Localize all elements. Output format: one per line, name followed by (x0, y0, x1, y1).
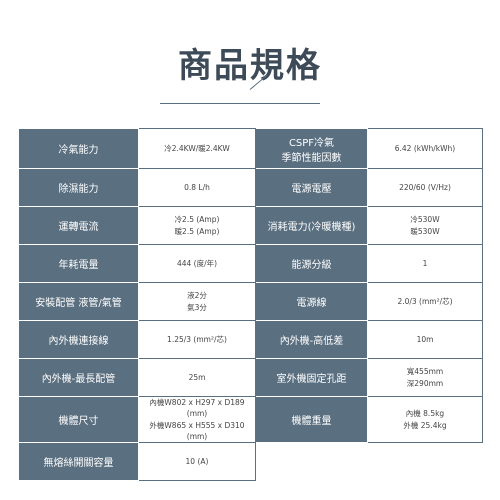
title-underline (160, 103, 320, 104)
spec-label: 機體重量 (255, 396, 368, 443)
table-row: 冷氣能力 冷2.4KW/暖2.4KW CSPF冷氣 季節性能因數 6.42 (k… (18, 128, 483, 169)
table-row: 無熔絲開關容量 10 (A) (18, 442, 483, 481)
spec-label: 能源分級 (255, 244, 368, 283)
spec-value: 25m (138, 358, 256, 397)
table-row: 機體尺寸 內機W802 x H297 x D189 (mm) 外機W865 x … (18, 396, 483, 443)
spec-value: 寬455mm 深290mm (367, 358, 483, 397)
spec-value: 1 (367, 244, 483, 283)
spec-label: CSPF冷氣 季節性能因數 (255, 128, 368, 169)
spec-value: 6.42 (kWh/kWh) (367, 128, 483, 169)
spec-value: 內機W802 x H297 x D189 (mm) 外機W865 x H555 … (138, 396, 256, 443)
table-row: 內外機-最長配管 25m 室外機固定孔距 寬455mm 深290mm (18, 358, 483, 397)
spec-label: 消耗電力(冷暖機種) (255, 206, 368, 245)
spec-value: 220/60 (V/Hz) (367, 168, 483, 207)
spec-value: 2.0/3 (mm²/芯) (367, 282, 483, 321)
spec-value: 1.25/3 (mm²/芯) (138, 320, 256, 359)
spec-value: 10 (A) (138, 442, 256, 481)
spec-label: 電源線 (255, 282, 368, 321)
spec-label: 除濕能力 (18, 168, 139, 207)
spec-label: 室外機固定孔距 (255, 358, 368, 397)
table-row: 運轉電流 冷2.5 (Amp) 暖2.5 (Amp) 消耗電力(冷暖機種) 冷5… (18, 206, 483, 245)
page-title: 商品規格 (178, 46, 322, 86)
spec-value: 10m (367, 320, 483, 359)
table-row: 內外機連接線 1.25/3 (mm²/芯) 內外機-高低差 10m (18, 320, 483, 359)
spec-label: 年耗電量 (18, 244, 139, 283)
spec-value: 冷2.5 (Amp) 暖2.5 (Amp) (138, 206, 256, 245)
spec-label: 運轉電流 (18, 206, 139, 245)
spec-value: 444 (度/年) (138, 244, 256, 283)
spec-table: 冷氣能力 冷2.4KW/暖2.4KW CSPF冷氣 季節性能因數 6.42 (k… (18, 128, 483, 481)
empty-cell (255, 442, 483, 481)
spec-value: 冷2.4KW/暖2.4KW (138, 128, 256, 169)
table-row: 安裝配管 液管/氣管 液2分 氣3分 電源線 2.0/3 (mm²/芯) (18, 282, 483, 321)
spec-label: 無熔絲開關容量 (18, 442, 139, 481)
spec-label: 內外機連接線 (18, 320, 139, 359)
spec-label: 內外機-高低差 (255, 320, 368, 359)
spec-label: 內外機-最長配管 (18, 358, 139, 397)
table-row: 除濕能力 0.8 L/h 電源電壓 220/60 (V/Hz) (18, 168, 483, 207)
spec-value: 內機 8.5kg 外機 25.4kg (367, 396, 483, 443)
spec-label: 機體尺寸 (18, 396, 139, 443)
spec-value: 0.8 L/h (138, 168, 256, 207)
table-row: 年耗電量 444 (度/年) 能源分級 1 (18, 244, 483, 283)
spec-value: 冷530W 暖530W (367, 206, 483, 245)
spec-label: 電源電壓 (255, 168, 368, 207)
spec-label: 安裝配管 液管/氣管 (18, 282, 139, 321)
spec-value: 液2分 氣3分 (138, 282, 256, 321)
spec-label: 冷氣能力 (18, 128, 139, 169)
